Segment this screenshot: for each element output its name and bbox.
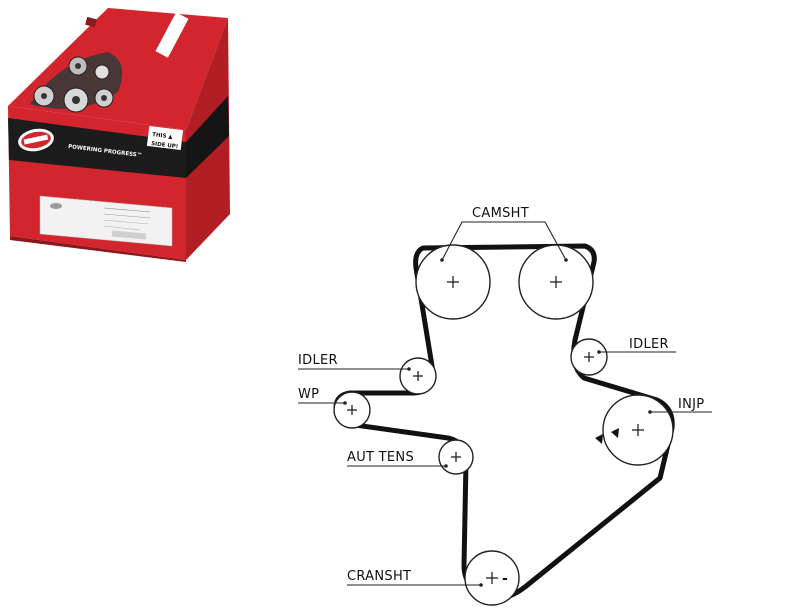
label-auto-tensioner: AUT TENS xyxy=(347,450,414,465)
box-black-band-side xyxy=(186,96,229,178)
label-camshaft: CAMSHT xyxy=(472,206,529,221)
camshaft-leader xyxy=(441,221,567,261)
kit-illustration xyxy=(30,52,123,113)
idler-pulley-left xyxy=(399,357,437,395)
injection-pump-pulley xyxy=(602,394,674,466)
auto-tensioner-pulley xyxy=(438,439,474,475)
side-up-label xyxy=(146,126,184,150)
idler-pulley-right xyxy=(570,338,608,376)
water-pump-pulley xyxy=(333,391,371,429)
label-injection-pump: INJP xyxy=(678,397,704,412)
timing-belt-diagram: - CAMSHT IDLER WP AUT TENS CRANSHT IDLER… xyxy=(298,206,712,606)
label-idler-left: IDLER xyxy=(298,353,338,368)
gates-logo-icon xyxy=(18,128,54,152)
side-up-line2: SIDE UP! xyxy=(151,141,179,150)
product-box-image: POWERING PROGRESS™ THIS ▲ SIDE UP! xyxy=(8,8,230,262)
box-top-square xyxy=(85,16,97,28)
side-up-line1: THIS ▲ xyxy=(152,132,174,141)
timing-mark-arrow-2 xyxy=(611,428,619,438)
camshaft-pulley-left xyxy=(415,244,491,320)
box-black-band xyxy=(8,118,186,178)
label-water-pump: WP xyxy=(298,387,319,402)
label-idler-right: IDLER xyxy=(629,337,669,352)
crankshaft-minus-mark: - xyxy=(502,571,508,587)
timing-mark-arrow-1 xyxy=(595,434,603,444)
box-top-logo-plate xyxy=(155,12,189,58)
crankshaft-pulley: - xyxy=(464,550,520,606)
box-bottom-rim xyxy=(10,236,186,262)
label-crankshaft: CRANSHT xyxy=(347,569,411,584)
camshaft-pulley-right xyxy=(518,244,594,320)
